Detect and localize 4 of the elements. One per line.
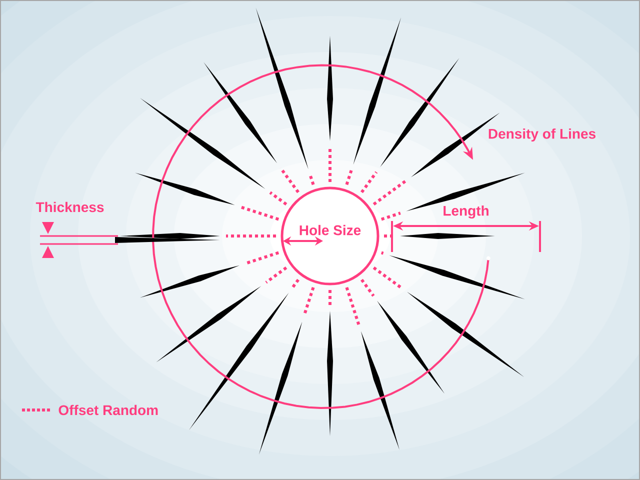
annotation-text: Density of Lines [488, 128, 596, 142]
annotation-text: Length [444, 205, 488, 219]
legend-text: Offset Random [58, 404, 158, 416]
annotation-text: Thickness [36, 202, 104, 212]
